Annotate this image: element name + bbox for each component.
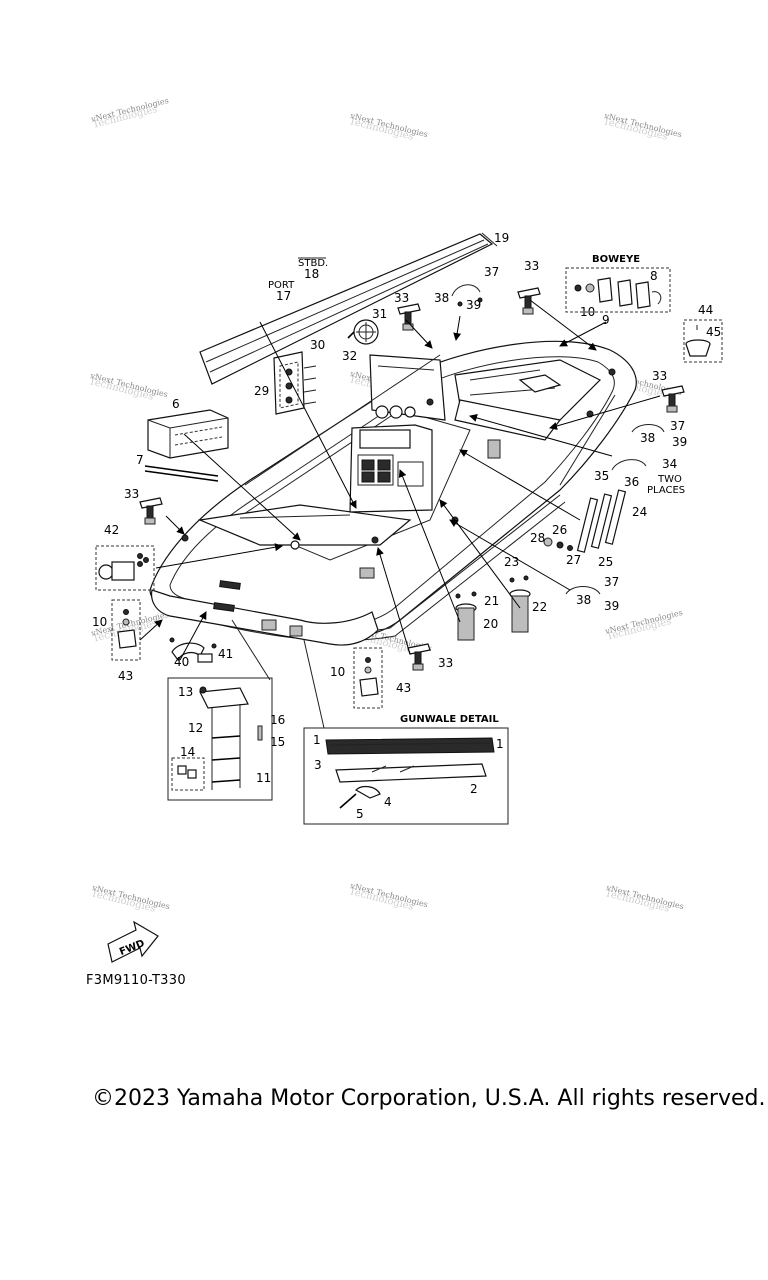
callout-37: 37: [484, 265, 499, 279]
part-code: F3M9110-T330: [86, 973, 186, 988]
callout-42: 42: [104, 523, 119, 537]
callout-25: 25: [598, 555, 613, 569]
cleat-part: [139, 287, 685, 671]
callout-13: 13: [178, 685, 193, 699]
callout-1: 1: [496, 737, 504, 751]
callout-24: 24: [632, 505, 647, 519]
callout-31: 31: [372, 307, 387, 321]
two-places-line2: PLACES: [647, 485, 685, 496]
callout-30: 30: [310, 338, 325, 352]
callout-37: 37: [670, 419, 685, 433]
ladder-part: [167, 677, 273, 801]
grip-part: [455, 575, 531, 641]
tiedown-part: [111, 599, 383, 709]
copyright: ©2023 Yamaha Motor Corporation, U.S.A. A…: [92, 1086, 766, 1111]
callout-18: 18: [304, 267, 319, 281]
callout-2: 2: [470, 782, 478, 796]
drain-part: [347, 319, 379, 345]
callout-14: 14: [180, 745, 195, 759]
callout-35: 35: [594, 469, 609, 483]
callout-19: 19: [494, 231, 509, 245]
callout-40: 40: [174, 655, 189, 669]
grab-handle-part: [451, 284, 665, 595]
callout-20: 20: [483, 617, 498, 631]
rod-holder-part: [543, 489, 627, 553]
callout-43: 43: [396, 681, 411, 695]
callout-22: 22: [532, 600, 547, 614]
callout-33: 33: [394, 291, 409, 305]
callout-39: 39: [604, 599, 619, 613]
cooler-part: [147, 409, 229, 459]
callout-37: 37: [604, 575, 619, 589]
callout-33: 33: [652, 369, 667, 383]
callout-38: 38: [640, 431, 655, 445]
cupholder-part: [683, 319, 723, 363]
callout-38: 38: [576, 593, 591, 607]
callout-32: 32: [342, 349, 357, 363]
gunwale-detail-part: [303, 727, 509, 825]
callout-7: 7: [136, 453, 144, 467]
callout-29: 29: [254, 384, 269, 398]
callout-10: 10: [92, 615, 107, 629]
stern-fitting-part: [169, 637, 217, 663]
callout-33: 33: [438, 656, 453, 670]
callout-9: 9: [602, 313, 610, 327]
callout-16: 16: [270, 713, 285, 727]
callout-38: 38: [434, 291, 449, 305]
rod-part: [144, 465, 219, 482]
callout-36: 36: [624, 475, 639, 489]
callout-26: 26: [552, 523, 567, 537]
callout-1: 1: [313, 733, 321, 747]
callout-12: 12: [188, 721, 203, 735]
callout-15: 15: [270, 735, 285, 749]
gunwale-detail-label: GUNWALE DETAIL: [400, 714, 499, 725]
callout-27: 27: [566, 553, 581, 567]
callout-5: 5: [356, 807, 364, 821]
callout-39: 39: [466, 298, 481, 312]
callout-44: 44: [698, 303, 713, 317]
callout-10: 10: [580, 305, 595, 319]
boat-hull: [149, 340, 637, 646]
callout-41: 41: [218, 647, 233, 661]
callout-17: 17: [276, 289, 291, 303]
callout-8: 8: [650, 269, 658, 283]
callout-6: 6: [172, 397, 180, 411]
boweye-label: BOWEYE: [592, 254, 640, 265]
callout-43: 43: [118, 669, 133, 683]
light-part: [95, 545, 155, 591]
port-label: PORT: [268, 280, 295, 291]
callout-33: 33: [524, 259, 539, 273]
callout-33: 33: [124, 487, 139, 501]
callout-10: 10: [330, 665, 345, 679]
callout-21: 21: [484, 594, 499, 608]
callout-39: 39: [672, 435, 687, 449]
two-places-line1: TWO: [657, 474, 682, 485]
callout-34: 34: [662, 457, 677, 471]
stbd-label: STBD.: [298, 258, 328, 269]
boweye-part: [565, 267, 671, 313]
callout-23: 23: [504, 555, 519, 569]
callout-11: 11: [256, 771, 271, 785]
callout-45: 45: [706, 325, 721, 339]
callout-28: 28: [530, 531, 545, 545]
callouts: 1 1 2 3 4 5 6 7 8 9 10 10 10 11 12 13 14…: [92, 231, 721, 821]
fwd-arrow: FWD: [107, 920, 159, 963]
leader-lines: [139, 299, 661, 729]
callout-4: 4: [384, 795, 392, 809]
callout-3: 3: [314, 758, 322, 772]
